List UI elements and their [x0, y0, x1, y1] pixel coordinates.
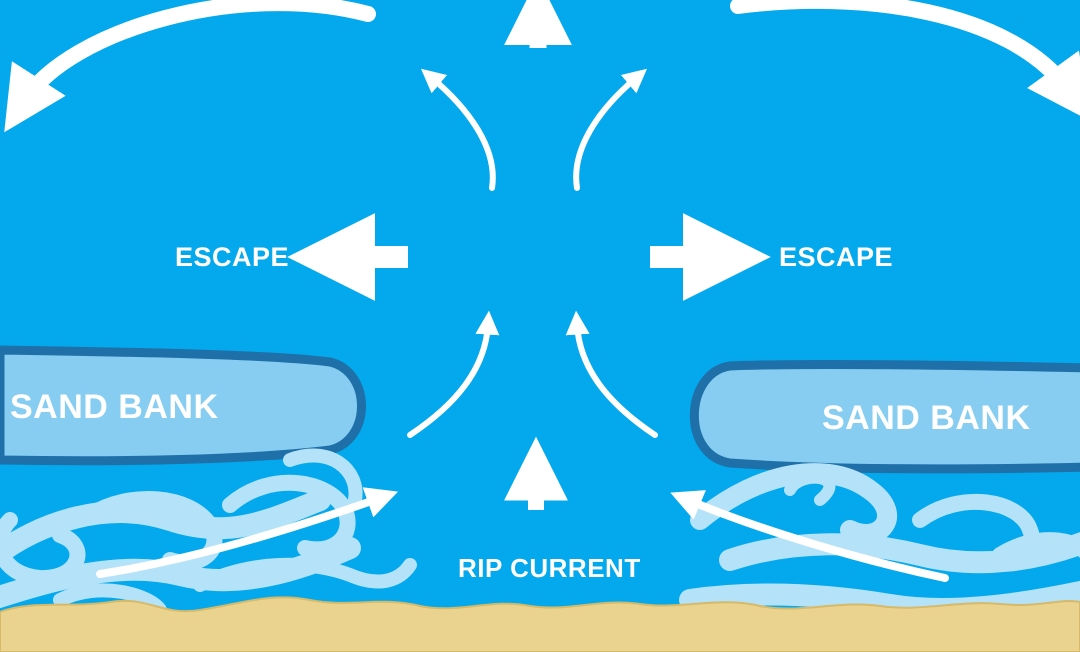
beach-sand [0, 596, 1080, 652]
fan-arrow-lower-right [565, 310, 658, 438]
sand-bank-label-right: SAND BANK [822, 399, 1031, 437]
sand-bank-left [0, 345, 366, 466]
rip-current-label: RIP CURRENT [458, 553, 641, 583]
surf-waves-right [679, 463, 1080, 621]
feeder-arrow-right [670, 490, 949, 582]
escape-label-left: ESCAPE [175, 242, 290, 272]
circulation-arrow-top-left [4, 0, 376, 133]
feeder-arrow-left [96, 487, 399, 578]
sand-bank-label-left: SAND BANK [10, 388, 219, 426]
fan-arrow-upper-left [420, 68, 496, 191]
sand-bank-right [689, 360, 1080, 474]
circulation-arrow-top-right [730, 0, 1080, 122]
escape-label-right: ESCAPE [779, 242, 894, 272]
fan-arrow-lower-left [407, 310, 500, 438]
fan-arrow-upper-right [573, 68, 648, 191]
